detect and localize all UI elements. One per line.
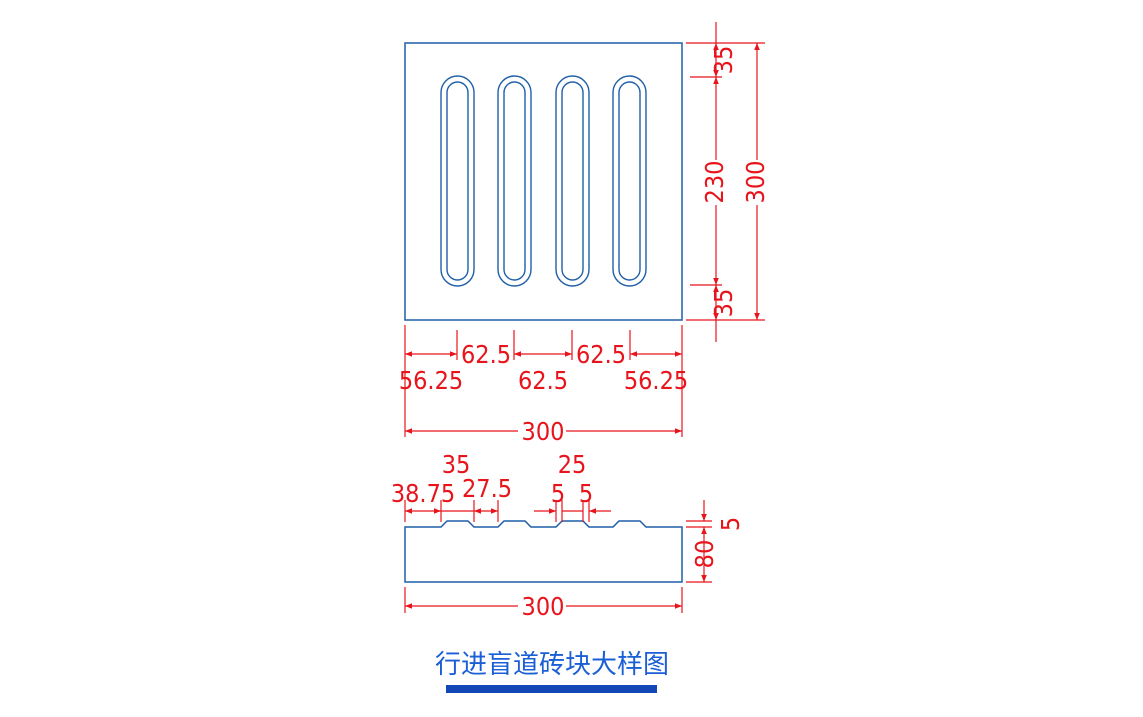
raised-bar [497, 75, 532, 287]
raised-bar [555, 75, 590, 287]
dim-spacing-center: 62.5 [518, 366, 568, 395]
dim-bevel-right: 5 [579, 479, 593, 508]
plan-view [404, 42, 683, 321]
dim-section-total: 300 [522, 592, 565, 621]
raised-bar [612, 75, 647, 287]
dim-plan-height-total: 300 [741, 161, 770, 204]
dim-top-margin: 35 [709, 46, 738, 75]
plan-width-dimensions [404, 325, 683, 437]
raised-bar [440, 75, 475, 287]
bar-group [440, 75, 647, 287]
dim-spacing-left: 62.5 [461, 340, 511, 369]
section-dimensions [404, 500, 712, 613]
dim-bar-length: 230 [700, 161, 729, 204]
dim-top-width-total: 35 [442, 450, 471, 479]
tile-outline [404, 42, 683, 321]
dim-plan-width-total: 300 [522, 417, 565, 446]
dim-right-margin: 56.25 [624, 366, 688, 395]
dim-bar-height: 5 [716, 517, 745, 531]
section-outline [404, 520, 683, 583]
dim-edge: 38.75 [391, 479, 455, 508]
dim-bevel-total: 25 [558, 450, 587, 479]
section-view [404, 520, 683, 583]
drawing-title: 行进盲道砖块大样图 [435, 650, 669, 680]
title-underline [446, 685, 657, 693]
dim-bottom-margin: 35 [709, 289, 738, 318]
dim-bevel-left: 5 [551, 479, 565, 508]
dim-top-width: 27.5 [462, 474, 512, 503]
dim-spacing-right: 62.5 [576, 340, 626, 369]
plan-height-dimensions [686, 22, 765, 342]
dim-left-margin: 56.25 [399, 366, 463, 395]
dim-thickness: 80 [690, 540, 719, 569]
